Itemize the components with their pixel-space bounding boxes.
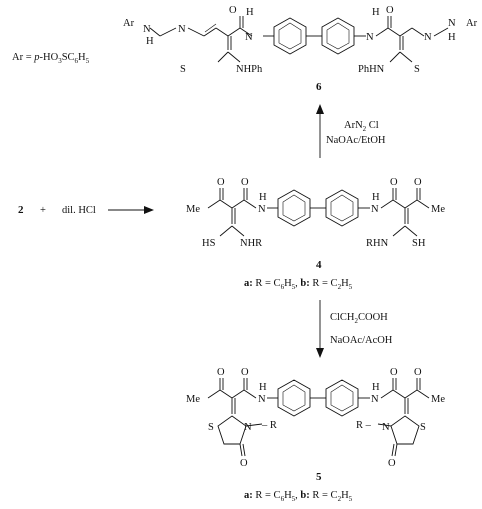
c5-o-amide-left: O — [241, 367, 249, 378]
c6-s-left: S — [180, 64, 186, 75]
c4-o-ketone-left: O — [217, 177, 225, 188]
c6-o-left: O — [229, 5, 237, 16]
c6-h-right: H — [448, 32, 456, 43]
c4-o-amide-right: O — [390, 177, 398, 188]
c6-n2-right: N — [448, 18, 456, 29]
c6-n1-left: N — [143, 24, 151, 35]
c6-ar-left: Ar — [123, 18, 135, 29]
c5-me-left: Me — [186, 394, 200, 405]
c4-hs-left: HS — [202, 238, 216, 249]
compound-4-number: 4 — [316, 259, 322, 271]
c5-o-amide-right: O — [390, 367, 398, 378]
c5-nh-n-left: N — [258, 394, 266, 405]
c5-nh-n-right: N — [371, 394, 379, 405]
compound-6-structure — [149, 16, 449, 63]
c5-n-right: N — [382, 422, 390, 433]
reagent-naoac-acoh: NaOAc/AcOH — [330, 335, 393, 346]
reagent-naoac-etoh: NaOAc/EtOH — [326, 135, 386, 146]
c4-nh-n-right: N — [371, 204, 379, 215]
c5-nh-h-left: H — [259, 382, 267, 393]
c4-me-right: Me — [431, 204, 445, 215]
compound-4-structure — [207, 188, 430, 237]
c6-n2-left: N — [178, 24, 186, 35]
c5-nh-h-right: H — [372, 382, 380, 393]
c6-n1-right: N — [424, 32, 432, 43]
c4-nh-n-left: N — [258, 204, 266, 215]
c5-s-right: S — [420, 422, 426, 433]
arrow-up — [316, 104, 324, 158]
c4-nh-h-left: H — [259, 192, 267, 203]
c6-nh-n-left: N — [245, 32, 253, 43]
c5-o-ketone-right: O — [414, 367, 422, 378]
c5-s-left: S — [208, 422, 214, 433]
c6-phhn-right: PhHN — [358, 64, 385, 75]
c6-ar-right: Ar — [466, 18, 478, 29]
c4-sh-right: SH — [412, 238, 426, 249]
plus-sign: + — [40, 205, 46, 216]
c6-h-left: H — [146, 36, 154, 47]
c6-s-right: S — [414, 64, 420, 75]
reagent-chloroacetic-acid: ClCH2COOH — [330, 312, 388, 325]
c4-me-left: Me — [186, 204, 200, 215]
c5-o-ketone-left: O — [217, 367, 225, 378]
c5-o-ring-left: O — [240, 458, 248, 469]
arrow-down — [316, 300, 324, 358]
c6-o-right: O — [386, 5, 394, 16]
c6-nhph-left: NHPh — [236, 64, 263, 75]
ar-definition: Ar = p-HO3SC6H5 — [12, 52, 90, 65]
c6-nh-h-left: H — [246, 7, 254, 18]
reagent-dil-hcl: dil. HCl — [62, 205, 96, 216]
c5-o-ring-right: O — [388, 458, 396, 469]
c5-r-left: – R — [261, 420, 277, 431]
c4-rhn-right: RHN — [366, 238, 389, 249]
c6-nh-n-right: N — [366, 32, 374, 43]
compound-4-caption: a: R = C6H5, b: R = C2H5 — [244, 278, 353, 291]
reagent-diazonium: ArN2 Cl — [344, 120, 379, 133]
compound-6-number: 6 — [316, 81, 322, 93]
c6-nh-h-right: H — [372, 7, 380, 18]
compound-5-number: 5 — [316, 471, 322, 483]
compound-5-caption: a: R = C6H5, b: R = C2H5 — [244, 490, 353, 503]
c4-nh-h-right: H — [372, 192, 380, 203]
c4-o-amide-left: O — [241, 177, 249, 188]
c5-r-right: R – — [356, 420, 372, 431]
c5-n-left: N — [244, 422, 252, 433]
compound-5-structure — [207, 378, 430, 457]
c4-o-ketone-right: O — [414, 177, 422, 188]
c4-nhr-left: NHR — [240, 238, 262, 249]
c5-me-right: Me — [431, 394, 445, 405]
arrow-right — [108, 206, 154, 214]
start-compound-2: 2 — [18, 204, 24, 216]
